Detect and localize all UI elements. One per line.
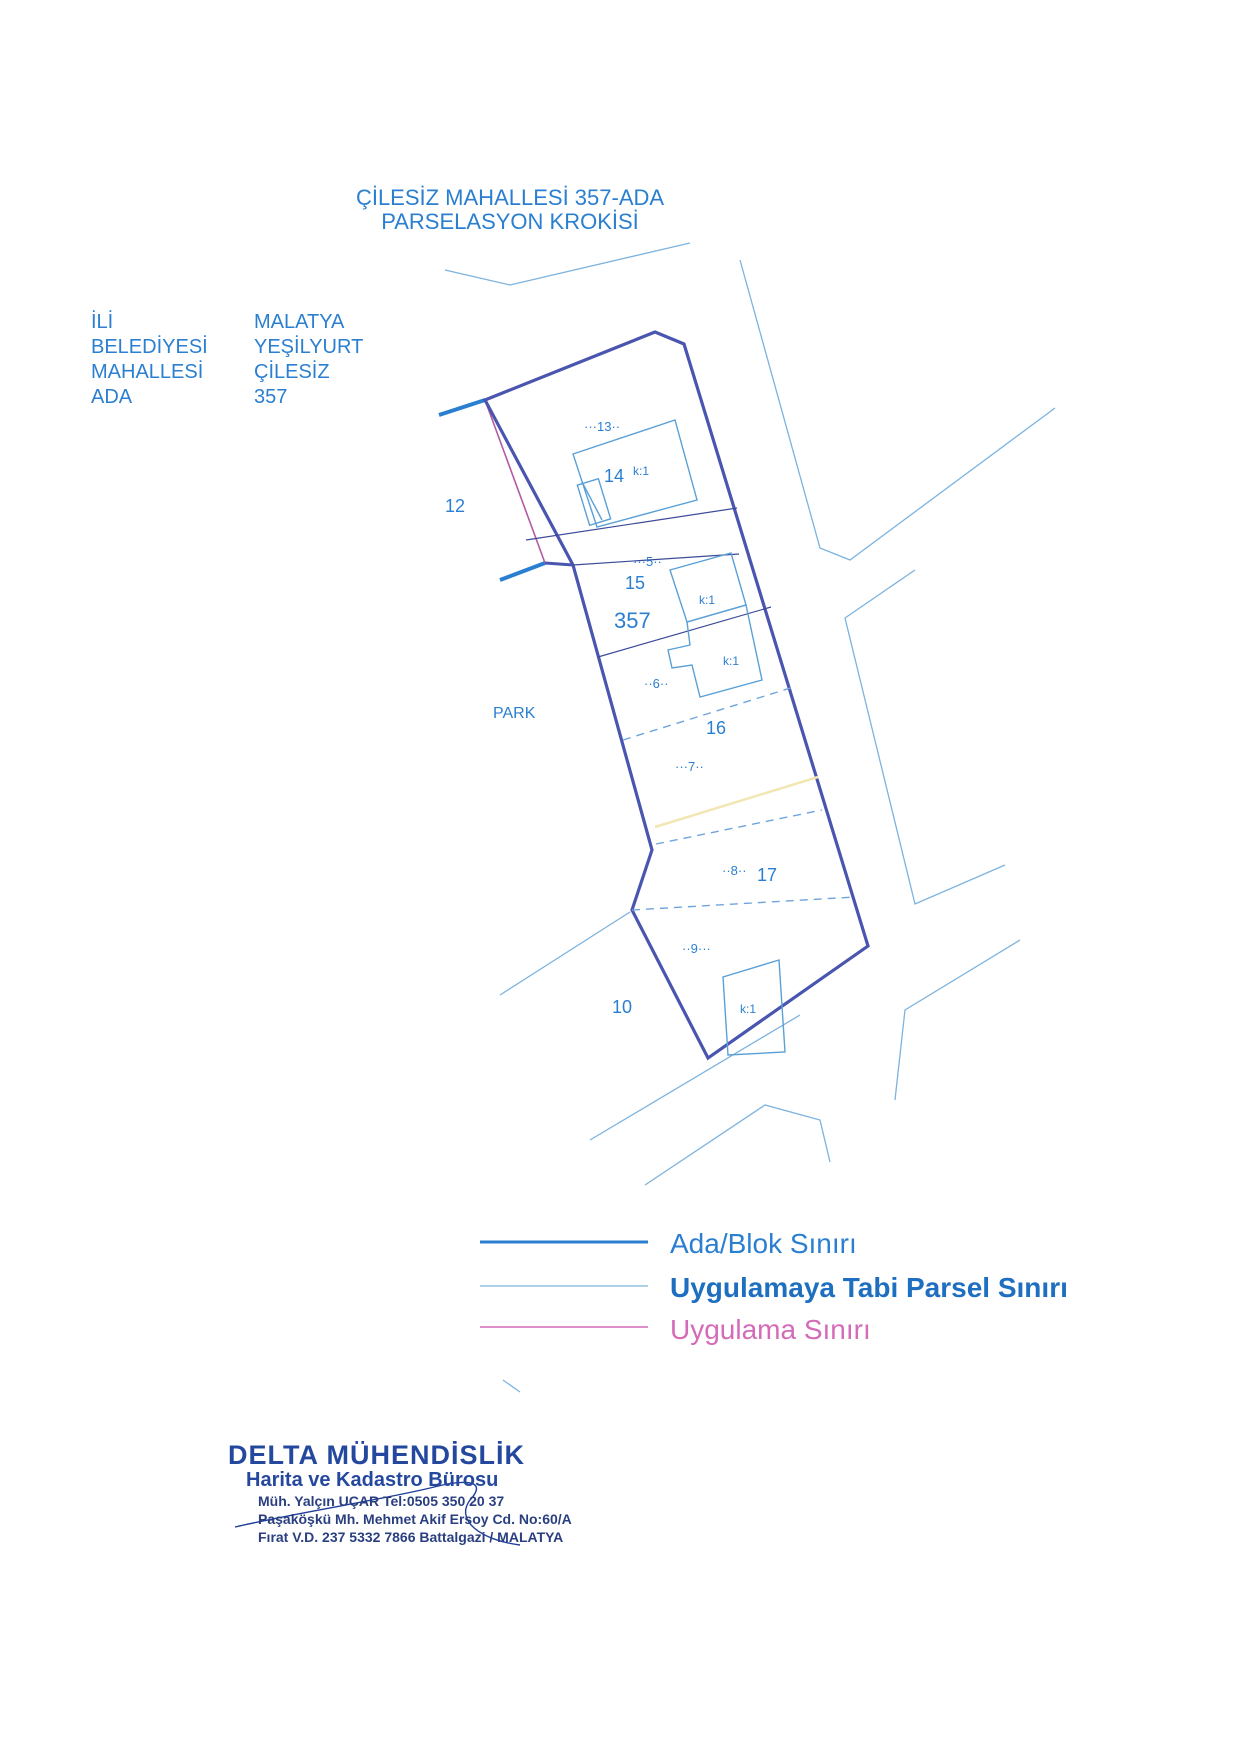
label-parcel-9: ··9···: [682, 941, 711, 956]
info-row-il: İLİ MALATYA: [91, 310, 363, 335]
building-15-rear: [667, 604, 763, 698]
legend-label-parcel: Uygulamaya Tabi Parsel Sınırı: [670, 1272, 1068, 1303]
stamp-company-name: DELTA MÜHENDİSLİK: [228, 1440, 525, 1470]
application-boundary: [484, 399, 546, 564]
building-14-annex: [576, 477, 612, 527]
road-line-small: [502, 1379, 521, 1393]
label-parcel-8: ··8··: [722, 863, 747, 878]
label-k1-15b: k:1: [723, 654, 739, 668]
stamp-tax-office: Fırat V.D. 237 5332 7866 Battalgazi / MA…: [258, 1529, 564, 1545]
legend: Ada/Blok Sınırı Uygulamaya Tabi Parsel S…: [480, 1228, 1068, 1345]
building-14: [572, 419, 698, 528]
buildings: [572, 419, 786, 1056]
info-key-il: İLİ: [91, 311, 114, 333]
label-parcel-10: 10: [612, 997, 632, 1017]
road-line-right-middle: [844, 569, 1006, 905]
title-line-2: PARSELASYON KROKİSİ: [381, 209, 639, 234]
building-15: [669, 552, 747, 623]
info-row-mahalle: MAHALLESİ ÇİLESİZ: [91, 360, 363, 385]
ada-boundary-connector: [544, 561, 574, 567]
stamp-company-subtitle: Harita ve Kadastro Bürosu: [246, 1469, 499, 1491]
info-key-mahalle: MAHALLESİ: [91, 361, 204, 383]
dashed-line-16: [622, 685, 798, 741]
info-row-belediye: BELEDİYESİ YEŞİLYURT: [91, 335, 363, 360]
company-stamp: DELTA MÜHENDİSLİK Harita ve Kadastro Bür…: [228, 1440, 588, 1546]
map-title: ÇİLESİZ MAHALLESİ 357-ADA PARSELASYON KR…: [300, 186, 720, 234]
label-parcel-13: ···13··: [584, 419, 620, 434]
info-key-ada: ADA: [91, 386, 133, 408]
label-parcel-5: ···5··: [633, 554, 662, 569]
label-k1-14: k:1: [633, 464, 649, 478]
ada-boundary-stub-bottom: [499, 561, 546, 582]
dashed-line-7: [655, 809, 823, 845]
parcel-line-15-top: [572, 553, 740, 566]
road-line-right-upper: [739, 259, 1056, 561]
label-park: PARK: [493, 705, 536, 722]
label-parcel-15: 15: [625, 573, 645, 593]
location-info: İLİ MALATYA BELEDİYESİ YEŞİLYURT MAHALLE…: [91, 310, 363, 410]
label-parcel-12: 12: [445, 496, 465, 516]
label-parcel-16: 16: [706, 718, 726, 738]
legend-label-ada: Ada/Blok Sınırı: [670, 1228, 857, 1259]
label-parcel-14: 14: [604, 466, 624, 486]
stamp-engineer-phone: Müh. Yalçın UÇAR Tel:0505 350 20 37: [258, 1493, 505, 1509]
road-line-bottom-1: [589, 1014, 801, 1141]
info-value-belediye: YEŞİLYURT: [254, 336, 364, 358]
label-parcel-7: ···7··: [675, 759, 704, 774]
dashed-line-17: [631, 896, 856, 911]
info-key-belediye: BELEDİYESİ: [91, 336, 208, 358]
label-ada-357: 357: [614, 608, 651, 633]
dashed-parcel-lines: [622, 685, 856, 911]
info-row-ada: ADA 357: [91, 385, 363, 410]
info-value-ada: 357: [254, 386, 288, 408]
road-line-top: [444, 242, 691, 286]
stamp-address: Paşaköşkü Mh. Mehmet Akif Ersoy Cd. No:6…: [258, 1511, 572, 1527]
road-line-left-lower: [499, 911, 631, 996]
building-9: [722, 959, 786, 1056]
label-parcel-6: ··6··: [644, 676, 669, 691]
road-lines: [444, 242, 1056, 1393]
map-labels: ···13·· 14 k:1 12 ···5·· 15 k:1 357 k:1 …: [445, 419, 777, 1017]
legend-label-application: Uygulama Sınırı: [670, 1314, 871, 1345]
parcel-line-14-15: [525, 507, 738, 541]
title-line-1: ÇİLESİZ MAHALLESİ 357-ADA: [355, 185, 665, 210]
building-14-annex-cross: [581, 481, 603, 521]
parcel-lines: [525, 507, 772, 658]
info-value-mahalle: ÇİLESİZ: [254, 361, 330, 383]
info-value-il: MALATYA: [254, 311, 345, 333]
parcel-line-15-16: [597, 606, 772, 658]
label-parcel-17: 17: [757, 865, 777, 885]
label-k1-9: k:1: [740, 1002, 756, 1016]
road-line-bottom-2: [644, 1104, 831, 1186]
yellow-line: [654, 775, 819, 829]
ada-357-boundary: [482, 330, 870, 1061]
road-line-right-lower: [894, 939, 1021, 1101]
label-k1-15a: k:1: [699, 593, 715, 607]
signature-stroke: [234, 1481, 521, 1546]
ada-boundary-stub-top: [438, 398, 486, 417]
